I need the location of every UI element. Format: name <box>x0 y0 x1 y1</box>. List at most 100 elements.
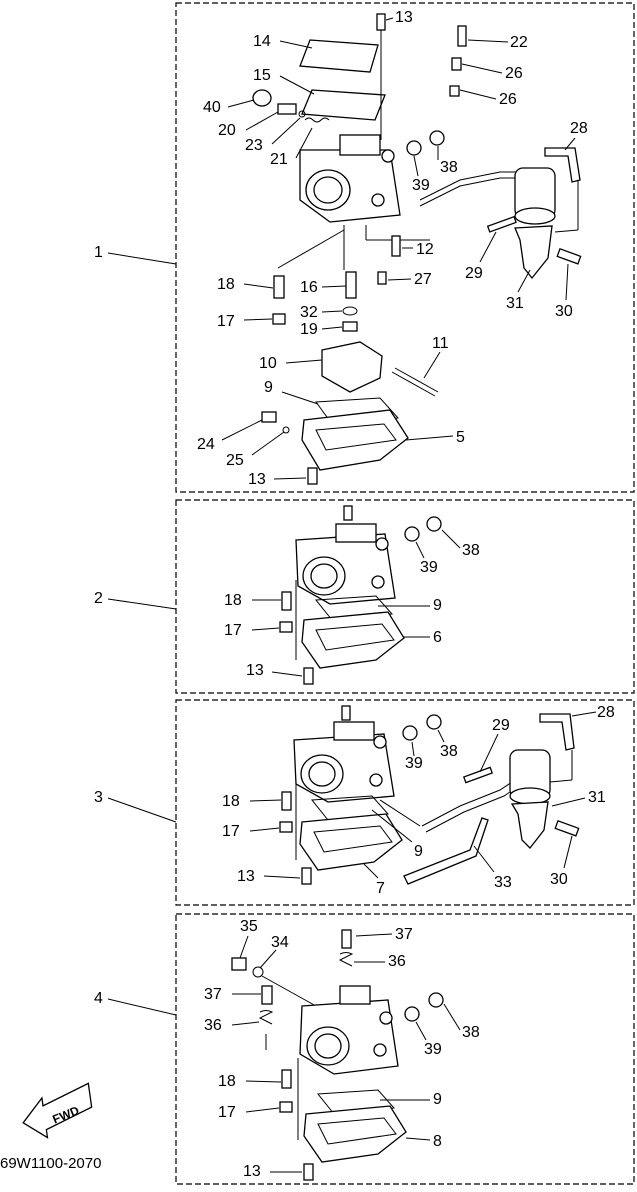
callout: 30 <box>555 303 573 320</box>
group-label-2: 2 <box>94 590 103 607</box>
callout: 18 <box>222 793 240 810</box>
plug-38 <box>429 130 445 146</box>
cover-plate <box>299 39 379 73</box>
washer-19 <box>342 321 358 332</box>
callout: 38 <box>440 743 458 760</box>
callout: 11 <box>432 335 449 352</box>
callout: 13 <box>248 471 266 488</box>
callout: 9 <box>414 843 423 860</box>
drawing-code: 69W1100-2070 <box>0 1155 101 1172</box>
screw-30 <box>556 247 582 265</box>
callout: 25 <box>226 452 244 469</box>
float-chamber-5 <box>301 409 409 471</box>
nozzle-16 <box>345 271 357 299</box>
callout: 29 <box>492 717 510 734</box>
callout: 17 <box>224 622 242 639</box>
group-2-parts <box>279 505 442 685</box>
group-label-3: 3 <box>94 789 103 806</box>
callout: 9 <box>433 1091 442 1108</box>
callout: 32 <box>300 304 318 321</box>
callout: 17 <box>217 313 235 330</box>
callout: 18 <box>224 592 242 609</box>
main-jet-12 <box>391 235 401 257</box>
group-2-callouts: 38 39 18 9 17 6 13 <box>224 529 480 679</box>
callout: 13 <box>246 662 264 679</box>
callout: 16 <box>300 279 318 296</box>
group-3-parts <box>279 705 580 885</box>
callout: 18 <box>217 276 235 293</box>
float-chamber-7 <box>299 813 403 871</box>
callout: 8 <box>433 1133 442 1150</box>
callout: 17 <box>218 1104 236 1121</box>
group-3-callouts: 29 28 39 38 31 18 17 9 33 30 13 7 <box>222 704 615 897</box>
callout: 24 <box>197 436 215 453</box>
float-chamber-8 <box>303 1105 407 1163</box>
callout: 39 <box>405 755 423 772</box>
callout: 30 <box>550 871 568 888</box>
callout: 9 <box>264 379 273 396</box>
fwd-arrow-icon: FWD <box>22 1082 93 1139</box>
group-label-4: 4 <box>94 990 103 1007</box>
screw-35 <box>231 957 247 971</box>
callout: 23 <box>245 137 263 154</box>
diaphragm-gasket <box>301 89 386 121</box>
callout: 5 <box>456 429 465 446</box>
callout: 31 <box>588 789 606 806</box>
screw-13-bottom <box>307 467 318 485</box>
callout: 29 <box>465 265 483 282</box>
callout: 14 <box>253 33 271 50</box>
callout: 28 <box>597 704 615 721</box>
group-3-box <box>175 699 635 906</box>
callout: 39 <box>420 559 438 576</box>
callout: 35 <box>240 918 258 935</box>
callout: 38 <box>462 1024 480 1041</box>
gasket-9-g2 <box>315 595 394 621</box>
bracket-31-g3 <box>510 801 549 849</box>
group-label-1: 1 <box>94 244 103 261</box>
o-ring-32 <box>342 306 358 316</box>
callout: 19 <box>300 321 318 338</box>
hose-28 <box>544 147 581 183</box>
group-1-parts <box>252 13 582 485</box>
plug-17 <box>272 313 286 325</box>
screw-20 <box>277 103 297 115</box>
callout: 10 <box>259 355 277 372</box>
screw-27 <box>377 271 387 285</box>
bracket-31 <box>514 225 553 280</box>
drain-screw-24 <box>261 411 277 423</box>
callout: 39 <box>412 177 430 194</box>
callout: 9 <box>433 597 442 614</box>
callout: 7 <box>376 880 385 897</box>
callout: 6 <box>433 629 442 646</box>
float-10 <box>321 341 383 393</box>
screw-13-top <box>376 13 386 31</box>
callout: 38 <box>462 542 480 559</box>
callout: 15 <box>253 67 271 84</box>
callout: 20 <box>218 122 236 139</box>
group-4-callouts: 35 37 34 36 37 36 38 39 18 9 17 8 13 <box>204 918 480 1180</box>
callout: 26 <box>505 65 523 82</box>
callout: 31 <box>506 295 524 312</box>
hose-33 <box>403 817 489 885</box>
callout: 21 <box>270 151 288 168</box>
group-labels: 1 2 3 4 <box>94 244 177 1016</box>
float-chamber-6 <box>301 611 405 669</box>
hose-28-g3 <box>539 713 575 751</box>
callout: 40 <box>203 99 221 116</box>
pilot-jet-18 <box>273 275 285 299</box>
group-1-box <box>175 2 635 493</box>
callout: 38 <box>440 159 458 176</box>
group-4-box <box>175 913 635 1185</box>
callout: 22 <box>510 34 528 51</box>
callout: 33 <box>494 874 512 891</box>
callout: 34 <box>271 934 289 951</box>
group-2-box <box>175 499 635 694</box>
callout: 17 <box>222 823 240 840</box>
callout: 26 <box>499 91 517 108</box>
plug-38-g2 <box>426 516 442 532</box>
callout: 13 <box>395 9 413 26</box>
callout: 13 <box>243 1163 261 1180</box>
callout: 13 <box>237 868 255 885</box>
callout: 36 <box>388 953 406 970</box>
